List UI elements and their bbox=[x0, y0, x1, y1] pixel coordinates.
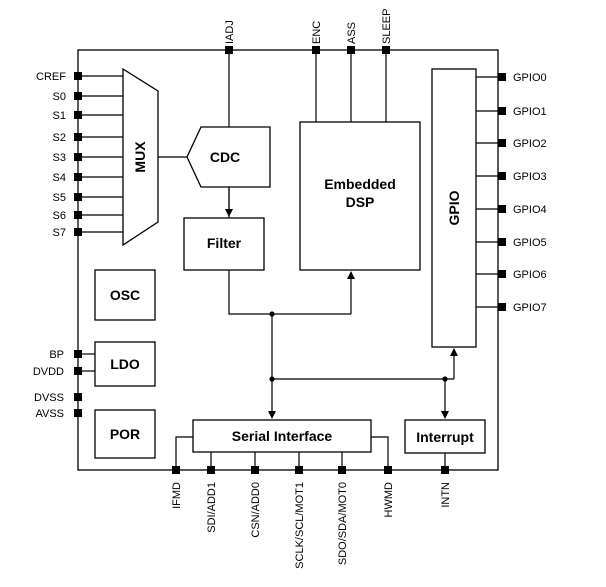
pin-label-bp: BP bbox=[49, 349, 64, 361]
osc-label: OSC bbox=[110, 287, 140, 303]
pin-label-gpio2: GPIO2 bbox=[513, 138, 547, 150]
serial-interface-label: Serial Interface bbox=[232, 428, 333, 444]
pin-s3: S3 bbox=[53, 152, 128, 164]
pin-cref: CREF bbox=[36, 71, 128, 83]
pin-label-sleep: SLEEP bbox=[381, 9, 393, 44]
pin-gpio6: GPIO6 bbox=[476, 269, 547, 281]
pin-s7: S7 bbox=[53, 227, 128, 239]
pad-sclk bbox=[295, 466, 303, 474]
filter-to-bus-wire bbox=[228, 270, 270, 315]
pin-label-gpio5: GPIO5 bbox=[513, 237, 547, 249]
junction-dot-filter bbox=[269, 311, 275, 317]
pad-sdi bbox=[207, 466, 215, 474]
pin-label-gpio4: GPIO4 bbox=[513, 204, 547, 216]
pin-s4: S4 bbox=[53, 172, 128, 184]
pad-avss bbox=[74, 409, 82, 417]
serial-interface-block: Serial Interface bbox=[192, 419, 372, 453]
pad-ass bbox=[347, 46, 355, 54]
dsp-label-line2: DSP bbox=[346, 194, 375, 210]
pad-csn bbox=[251, 466, 259, 474]
pin-label-iadj: IADJ bbox=[224, 20, 236, 44]
dsp-label-line1: Embedded bbox=[324, 176, 396, 192]
gpio-label: GPIO bbox=[446, 190, 462, 225]
pin-label-gpio6: GPIO6 bbox=[513, 269, 547, 281]
pin-label-ass: ASS bbox=[346, 22, 358, 44]
cdc-block: CDC bbox=[186, 126, 271, 188]
pin-label-gpio0: GPIO0 bbox=[513, 72, 547, 84]
pad-hwmd bbox=[384, 466, 392, 474]
ldo-block: LDO bbox=[94, 341, 156, 387]
osc-block: OSC bbox=[94, 269, 156, 321]
pin-gpio7: GPIO7 bbox=[476, 302, 547, 314]
junction-dot-interrupt bbox=[442, 376, 448, 382]
ldo-label: LDO bbox=[110, 356, 140, 372]
pin-gpio4: GPIO4 bbox=[476, 204, 547, 216]
pin-label-csn-add0: CSN/ADD0 bbox=[250, 482, 262, 538]
gpio-block: GPIO bbox=[431, 68, 477, 348]
pin-s6: S6 bbox=[53, 210, 128, 222]
pin-label-s6: S6 bbox=[53, 210, 66, 222]
pad-intn bbox=[441, 466, 449, 474]
interrupt-block: Interrupt bbox=[404, 419, 486, 454]
junction-dot-gpio bbox=[269, 376, 275, 382]
pad-ifmd bbox=[172, 466, 180, 474]
pin-label-dvdd: DVDD bbox=[33, 366, 64, 378]
pad-sdo bbox=[338, 466, 346, 474]
por-label: POR bbox=[110, 426, 140, 442]
right-gpio-pins: GPIO0 GPIO1 GPIO2 GPIO3 GPIO4 GPIO5 bbox=[476, 72, 547, 314]
pin-label-ifmd: IFMD bbox=[171, 482, 183, 509]
pin-label-s2: S2 bbox=[53, 132, 66, 144]
filter-label: Filter bbox=[207, 235, 242, 251]
dsp-block: Embedded DSP bbox=[299, 121, 421, 271]
pin-label-sdi-add1: SDI/ADD1 bbox=[206, 482, 218, 533]
pin-label-hwmd: HWMD bbox=[383, 482, 395, 517]
mux-label: MUX bbox=[132, 141, 148, 173]
pin-label-avss: AVSS bbox=[35, 408, 64, 420]
pin-label-gpio3: GPIO3 bbox=[513, 171, 547, 183]
pin-s2: S2 bbox=[53, 132, 128, 144]
pin-label-gpio7: GPIO7 bbox=[513, 302, 547, 314]
interrupt-label: Interrupt bbox=[416, 429, 474, 445]
pin-label-s5: S5 bbox=[53, 192, 66, 204]
pad-sleep bbox=[382, 46, 390, 54]
pin-label-sclk-scl-mot1: SCLK/SCL/MOT1 bbox=[294, 482, 306, 569]
por-block: POR bbox=[94, 409, 156, 459]
filter-block: Filter bbox=[183, 217, 265, 271]
pin-label-gpio1: GPIO1 bbox=[513, 106, 547, 118]
cdc-label: CDC bbox=[210, 149, 240, 165]
pin-gpio2: GPIO2 bbox=[476, 138, 547, 150]
pin-label-cref: CREF bbox=[36, 71, 66, 83]
pin-gpio5: GPIO5 bbox=[476, 237, 547, 249]
left-power-pins: BP DVDD DVSS AVSS bbox=[33, 349, 95, 420]
internal-bus bbox=[228, 270, 458, 419]
pin-label-sdo-sda-mot0: SDO/SDA/MOT0 bbox=[337, 482, 349, 565]
pad-dvdd bbox=[74, 367, 82, 375]
pin-label-dvss: DVSS bbox=[34, 392, 64, 404]
pin-label-enc: ENC bbox=[311, 21, 323, 44]
pin-s0: S0 bbox=[53, 91, 128, 103]
pad-dvss bbox=[74, 393, 82, 401]
pin-label-intn: INTN bbox=[440, 482, 452, 508]
pad-bp bbox=[74, 350, 82, 358]
pin-gpio1: GPIO1 bbox=[476, 106, 547, 118]
pin-gpio3: GPIO3 bbox=[476, 171, 547, 183]
pin-label-s1: S1 bbox=[53, 110, 66, 122]
pin-label-s7: S7 bbox=[53, 227, 66, 239]
pin-label-s4: S4 bbox=[53, 172, 66, 184]
pad-iadj bbox=[225, 46, 233, 54]
pin-gpio0: GPIO0 bbox=[476, 72, 547, 84]
pin-s5: S5 bbox=[53, 192, 128, 204]
pin-label-s0: S0 bbox=[53, 91, 66, 103]
left-mux-pins: CREF S0 S1 S2 S3 S4 bbox=[36, 71, 128, 239]
mux-block: MUX bbox=[122, 67, 159, 247]
pin-s1: S1 bbox=[53, 110, 128, 122]
chip-outline bbox=[77, 49, 499, 471]
pad-enc bbox=[312, 46, 320, 54]
bottom-pins: IFMD SDI/ADD1 CSN/ADD0 SCLK/SCL/MOT1 SDO… bbox=[171, 436, 452, 569]
pin-label-s3: S3 bbox=[53, 152, 66, 164]
